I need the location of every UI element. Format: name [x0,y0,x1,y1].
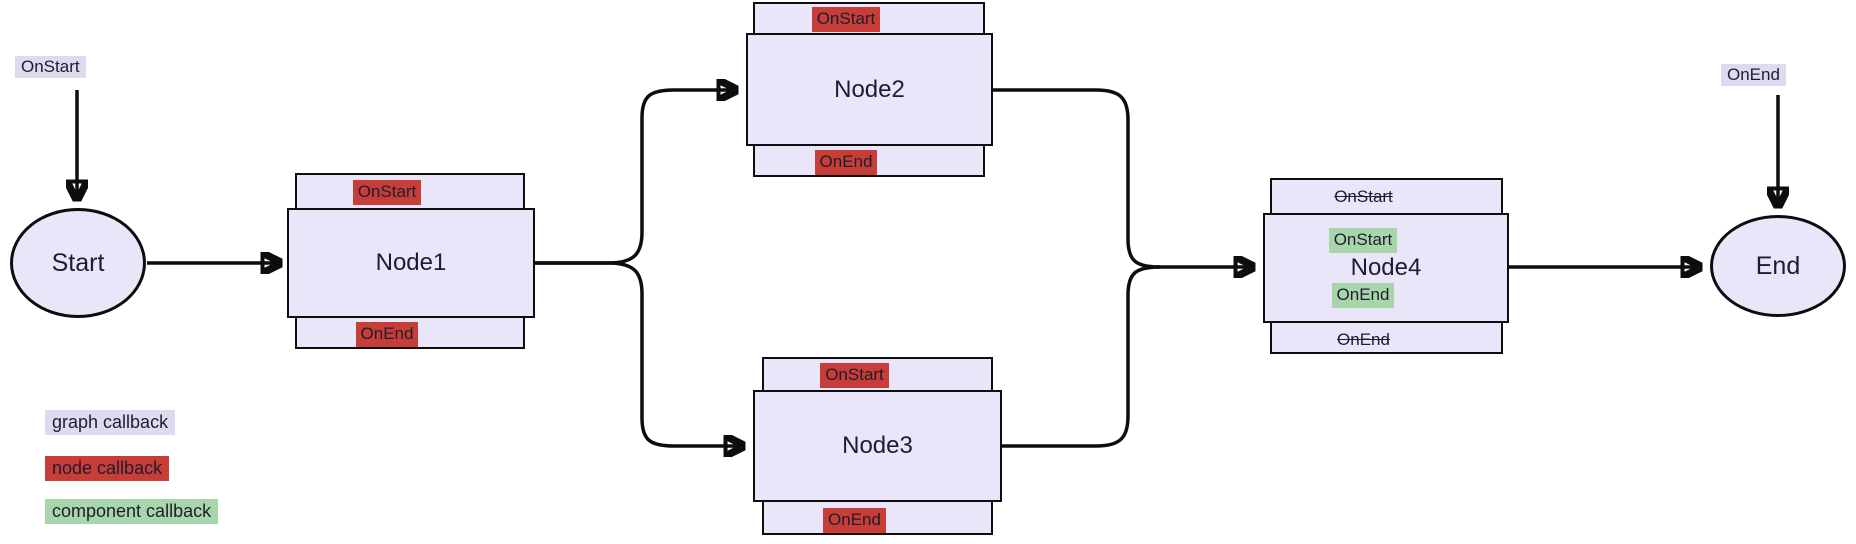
node4-title: Node4 [1350,254,1422,282]
node4-component-onend-badge: OnEnd [1331,282,1395,308]
start-node-label: Start [51,248,105,277]
end-node-label: End [1755,251,1801,280]
legend-component-callback: component callback [45,499,219,524]
node2-onstart-badge: OnStart [811,7,881,32]
node1-onstart-badge: OnStart [352,180,422,205]
node1-title: Node1 [375,249,447,276]
node4-disabled-onstart-label: OnStart [1334,187,1393,207]
node4-component-onstart-badge: OnStart [1328,228,1398,254]
graph-onstart-label: OnStart [15,56,86,78]
node4-disabled-onend-label: OnEnd [1337,330,1390,350]
legend-graph-callback: graph callback [45,410,176,435]
node2: Node2 [746,33,993,146]
edge-node2-to-merge [993,88,1161,269]
node3-title: Node3 [842,432,913,459]
node4-onstart-strip: OnStart [1270,178,1503,217]
node3-onstart-strip: OnStart [762,357,993,394]
start-node: Start [10,208,146,318]
edge-node1-to-node2 [535,90,733,265]
node1: Node1 [287,208,535,318]
node3: Node3 [753,390,1002,502]
node4-onend-strip: OnEnd [1270,319,1503,354]
edge-node3-to-merge [1002,265,1161,448]
node1-onend-strip: OnEnd [295,314,525,349]
node2-onend-badge: OnEnd [814,150,878,175]
legend-node-callback: node callback [45,456,170,481]
node3-onend-badge: OnEnd [823,508,886,533]
node1-onstart-strip: OnStart [295,173,525,212]
node4: OnStart Node4 OnEnd [1263,213,1509,323]
edge-node1-to-node3 [535,261,740,446]
node3-onend-strip: OnEnd [762,498,993,535]
node2-onend-strip: OnEnd [753,142,985,177]
node2-title: Node2 [834,75,905,103]
end-node: End [1710,215,1846,317]
node3-onstart-badge: OnStart [820,363,889,388]
graph-onend-label: OnEnd [1721,64,1786,86]
node2-onstart-strip: OnStart [753,2,985,37]
node1-onend-badge: OnEnd [355,322,419,347]
